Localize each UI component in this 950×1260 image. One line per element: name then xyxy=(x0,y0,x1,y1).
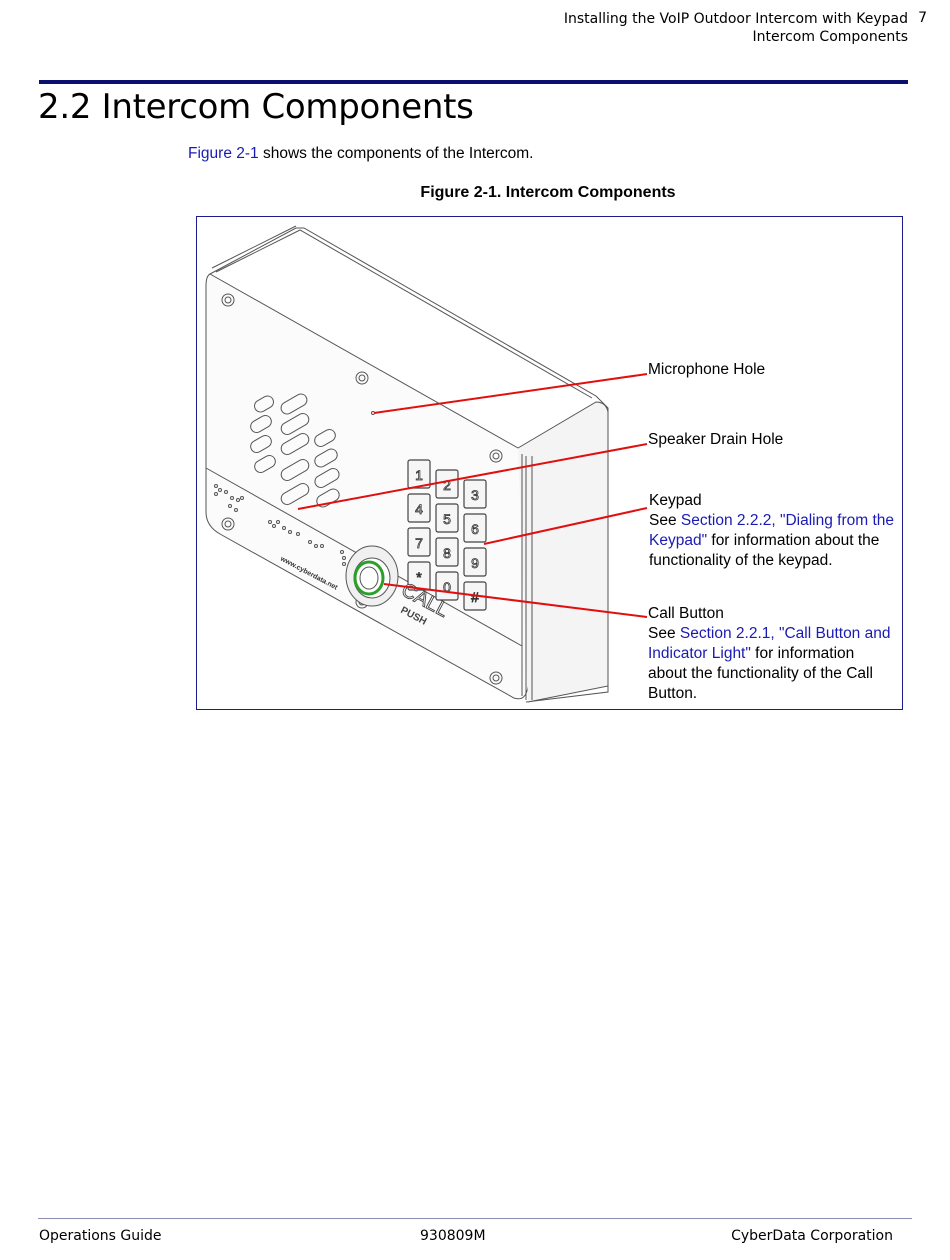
keypad-key-label: 8 xyxy=(443,545,451,561)
keypad-key xyxy=(407,493,431,523)
call-button-after-text: for information about the functionality … xyxy=(648,645,873,702)
footer-document-title: Operations Guide xyxy=(39,1228,162,1244)
keypad-key xyxy=(435,503,459,533)
intro-paragraph: Figure 2-1 shows the components of the I… xyxy=(188,145,534,163)
keypad-description: See Section 2.2.2, "Dialing from the Key… xyxy=(649,511,895,571)
keypad-key-label: # xyxy=(471,589,479,605)
call-button-section-link[interactable]: Section 2.2.1, "Call Button and Indicato… xyxy=(648,625,891,662)
keypad-after-text: for information about the functionality … xyxy=(649,532,880,569)
section-title: 2.2 Intercom Components xyxy=(38,87,474,127)
figure-caption: Figure 2-1. Intercom Components xyxy=(420,184,676,201)
call-button-label: Call Button xyxy=(648,605,724,622)
keypad-key xyxy=(463,547,487,577)
footer-company: CyberData Corporation xyxy=(731,1228,893,1244)
keypad-keys: 1 2 3 4 5 6 7 8 9 * 0 # xyxy=(407,459,487,611)
intro-text: shows the components of the Intercom. xyxy=(258,145,534,162)
keypad-key-label: 5 xyxy=(443,511,451,527)
keypad-key-label: 2 xyxy=(443,477,451,493)
call-button-see-text: See xyxy=(648,625,680,642)
keypad-key xyxy=(407,561,431,591)
keypad-key-label: 0 xyxy=(443,579,451,595)
keypad-key xyxy=(463,479,487,509)
keypad-key-label: * xyxy=(416,569,422,585)
keypad-key-label: 7 xyxy=(415,535,423,551)
speaker-drain-leader-line xyxy=(297,443,648,510)
keypad-label: Keypad xyxy=(649,492,702,509)
keypad-key-label: 4 xyxy=(415,501,423,517)
call-button-description: See Section 2.2.1, "Call Button and Indi… xyxy=(648,624,894,704)
microphone-leader-line xyxy=(373,373,648,414)
keypad-key xyxy=(463,513,487,543)
keypad-leader-line xyxy=(483,507,648,545)
keypad-key xyxy=(407,527,431,557)
microphone-hole-label: Microphone Hole xyxy=(648,361,766,378)
keypad-key xyxy=(407,459,431,489)
keypad-section-link[interactable]: Section 2.2.2, "Dialing from the Keypad" xyxy=(649,512,895,549)
running-header-section: Intercom Components xyxy=(752,29,908,45)
figure-frame xyxy=(196,216,903,710)
call-button-leader-line xyxy=(383,583,648,618)
speaker-drain-hole-label: Speaker Drain Hole xyxy=(648,431,784,448)
keypad-key-label: 9 xyxy=(471,555,479,571)
running-header-title: Installing the VoIP Outdoor Intercom wit… xyxy=(563,11,908,27)
keypad-key-label: 3 xyxy=(471,487,479,503)
page-number: 7 xyxy=(918,10,927,26)
keypad-key-label: 6 xyxy=(471,521,479,537)
section-rule xyxy=(39,80,908,84)
footer-rule xyxy=(38,1218,912,1219)
keypad-see-text: See xyxy=(649,512,681,529)
figure-link[interactable]: Figure 2-1 xyxy=(188,145,259,162)
keypad-key xyxy=(435,537,459,567)
footer-document-number: 930809M xyxy=(420,1228,486,1244)
keypad-key-label: 1 xyxy=(415,467,423,483)
